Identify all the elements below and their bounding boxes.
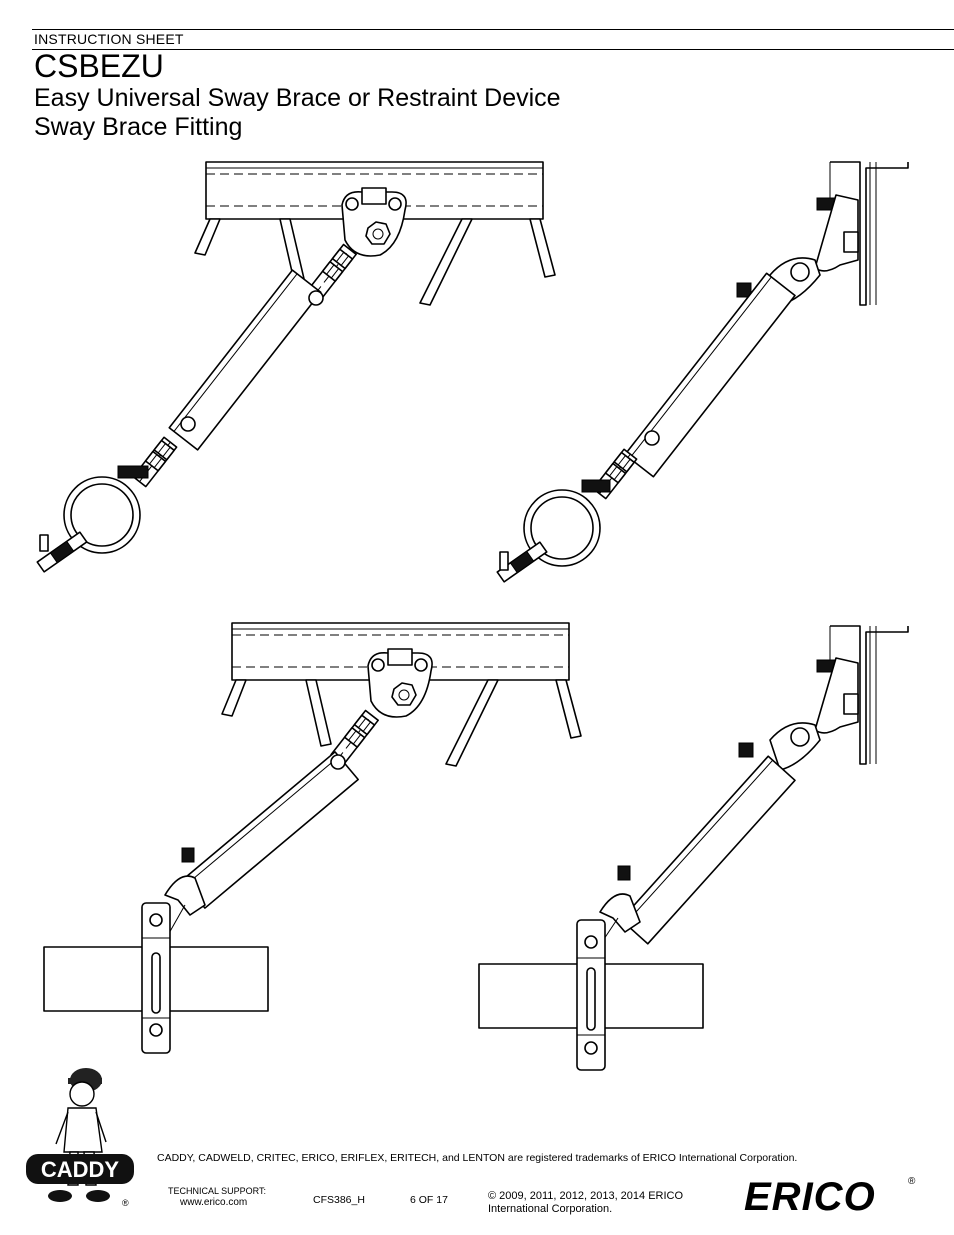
figure-angle-pipe-clamp	[496, 161, 909, 583]
caddy-logo-text: CADDY	[41, 1157, 120, 1182]
technical-support-label: TECHNICAL SUPPORT:	[168, 1186, 267, 1196]
erico-logo-text: ERICO	[744, 1175, 876, 1216]
product-code: CSBEZU	[34, 48, 164, 84]
figure-beam-pipe-clamp	[36, 161, 556, 573]
caddy-registered-mark: ®	[122, 1198, 129, 1208]
page-subtitle: Sway Brace Fitting	[34, 113, 243, 141]
document-number: CFS386_H	[313, 1194, 365, 1206]
erico-logo: ERICO ®	[744, 1175, 916, 1216]
technical-support-url[interactable]: www.erico.com	[180, 1197, 248, 1208]
copyright-line-2: International Corporation.	[488, 1203, 613, 1215]
erico-registered-mark: ®	[908, 1176, 916, 1187]
trademark-notice: CADDY, CADWELD, CRITEC, ERICO, ERIFLEX, …	[157, 1152, 798, 1164]
copyright-line-1: © 2009, 2011, 2012, 2013, 2014 ERICO	[488, 1190, 684, 1202]
document-type: INSTRUCTION SHEET	[34, 31, 184, 47]
page-number: 6 OF 17	[410, 1194, 448, 1206]
header-rule-bottom	[32, 49, 954, 50]
figure-angle-strut	[478, 625, 909, 1071]
figure-beam-strut	[43, 622, 582, 1054]
header-rule-top	[32, 29, 954, 30]
caddy-logo: CADDY ®	[26, 1068, 134, 1208]
page-title: Easy Universal Sway Brace or Restraint D…	[34, 84, 561, 112]
